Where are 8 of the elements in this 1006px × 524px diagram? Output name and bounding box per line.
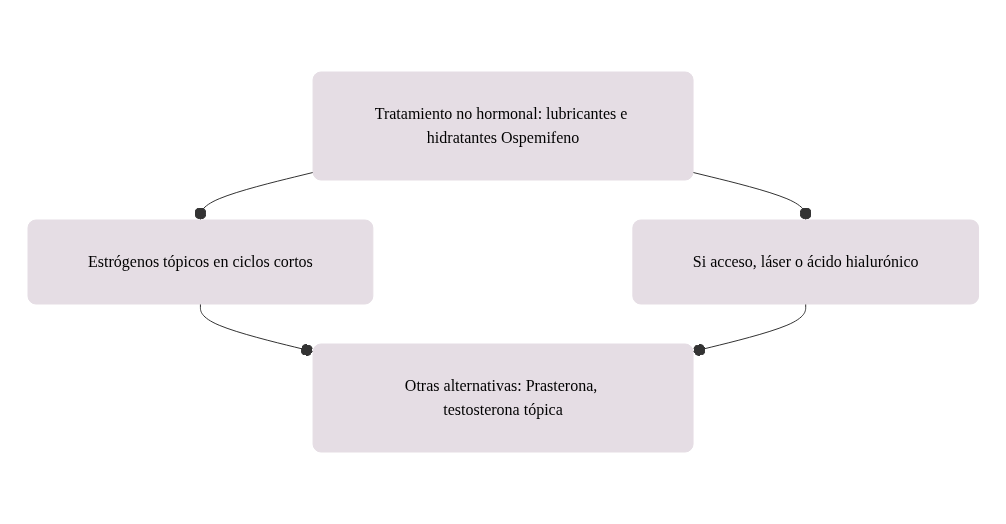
node-box: Si acceso, láser o ácido hialurónico (632, 219, 979, 305)
node-box: Tratamiento no hormonal: lubricantes e hidratantes Ospemifeno (312, 71, 694, 181)
connector (199, 303, 314, 356)
connector (692, 303, 806, 356)
node-box: Otras alternativas: Prasterona, testosterona tópica (312, 343, 694, 453)
connector (194, 171, 314, 221)
node-box: Estrógenos tópicos en ciclos cortos (27, 219, 374, 305)
connector (692, 171, 812, 221)
